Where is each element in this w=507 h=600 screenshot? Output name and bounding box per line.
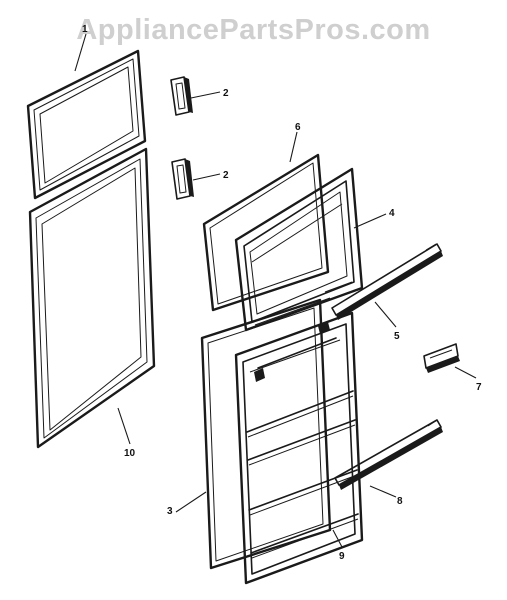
fresh-food-door-gasket-10: [28, 147, 156, 449]
freezer-door-gasket-1: [26, 49, 147, 200]
fresh-food-liner-9: [234, 311, 364, 585]
callout-1: 1: [82, 24, 88, 35]
handle-cap-2-lower: [171, 158, 194, 200]
callout-9: 9: [339, 551, 345, 562]
callout-6: 6: [295, 122, 301, 133]
watermark-logo: AppliancePartsPros.com: [76, 14, 431, 46]
shelf-retainer-7: [423, 343, 460, 373]
leader-lines: [74, 33, 477, 548]
handle-cap-2-upper: [170, 76, 193, 116]
callout-3: 3: [167, 506, 173, 517]
fresh-food-inner-gasket-3: [200, 298, 332, 570]
callout-5: 5: [394, 331, 400, 342]
callout-2-upper: 2: [223, 88, 229, 99]
freezer-door-liner-4: [234, 167, 364, 332]
door-shelf-bar-8: [334, 419, 443, 490]
callout-4: 4: [389, 208, 395, 219]
freezer-inner-gasket-6: [202, 153, 330, 312]
callout-10: 10: [124, 448, 136, 459]
callout-8: 8: [397, 496, 403, 507]
callout-2-lower: 2: [223, 170, 229, 181]
callout-7: 7: [476, 382, 482, 393]
freezer-shelf-bar-5: [331, 243, 443, 320]
